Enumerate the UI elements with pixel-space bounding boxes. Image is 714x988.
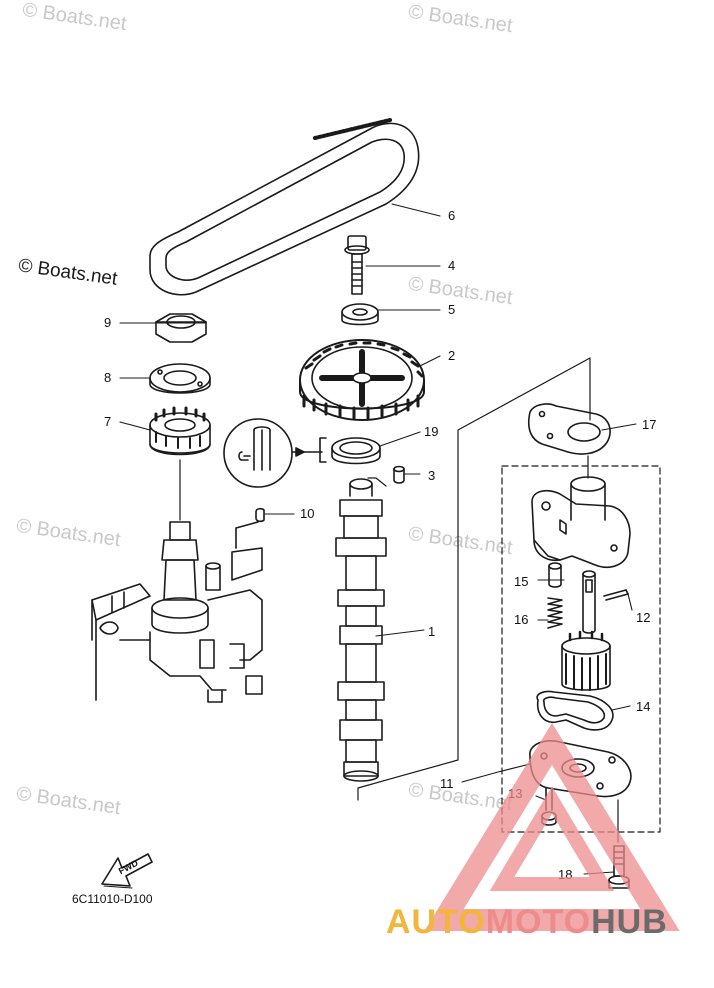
callout-11: 11 bbox=[440, 776, 454, 791]
pump-rotor bbox=[561, 630, 611, 691]
leader-lines bbox=[119, 203, 637, 875]
oil-pump-body bbox=[531, 455, 631, 568]
callout-14: 14 bbox=[636, 699, 651, 714]
gasket-17 bbox=[527, 403, 611, 455]
callout-1: 1 bbox=[428, 624, 436, 639]
brand-part-hub: HUB bbox=[591, 903, 668, 941]
washer bbox=[341, 303, 379, 326]
woodruff-key bbox=[255, 507, 265, 523]
brand-wordmark: AUTOMOTOHUB bbox=[386, 903, 668, 942]
dowel-pin bbox=[393, 465, 405, 484]
callout-7: 7 bbox=[104, 414, 112, 429]
callout-19: 19 bbox=[424, 424, 439, 439]
camshaft-bracket-outline bbox=[357, 357, 591, 801]
callout-3: 3 bbox=[428, 468, 436, 483]
brand-part-moto: MOTO bbox=[485, 903, 592, 941]
hex-nut bbox=[155, 313, 207, 343]
crankshaft-housing bbox=[91, 459, 263, 703]
drive-pulley bbox=[149, 406, 211, 456]
timing-belt bbox=[149, 118, 420, 296]
gasket-14 bbox=[536, 690, 614, 731]
pump-shaft bbox=[582, 570, 596, 634]
callout-12: 12 bbox=[636, 610, 651, 625]
callout-17: 17 bbox=[642, 417, 657, 432]
camshaft-pulley bbox=[299, 339, 425, 421]
camshaft bbox=[335, 478, 387, 782]
oil-pump-assembly-box bbox=[501, 465, 661, 833]
brand-part-auto: AUTO bbox=[386, 903, 486, 941]
relief-spring bbox=[547, 597, 563, 629]
callout-8: 8 bbox=[104, 370, 112, 385]
callout-2: 2 bbox=[448, 348, 456, 363]
detail-inset bbox=[223, 418, 327, 488]
flange-bolt bbox=[344, 235, 370, 295]
pump-pin bbox=[603, 589, 629, 601]
callout-9: 9 bbox=[104, 315, 112, 330]
fwd-arrow-icon bbox=[101, 853, 153, 889]
callout-15: 15 bbox=[514, 574, 529, 589]
callout-16: 16 bbox=[514, 612, 529, 627]
callout-5: 5 bbox=[448, 302, 456, 317]
relief-plunger bbox=[548, 562, 562, 588]
diagram-code: 6C11010-D100 bbox=[72, 892, 153, 906]
oil-seal bbox=[331, 437, 381, 465]
callout-10: 10 bbox=[300, 506, 315, 521]
callout-6: 6 bbox=[448, 208, 456, 223]
callout-4: 4 bbox=[448, 258, 456, 273]
